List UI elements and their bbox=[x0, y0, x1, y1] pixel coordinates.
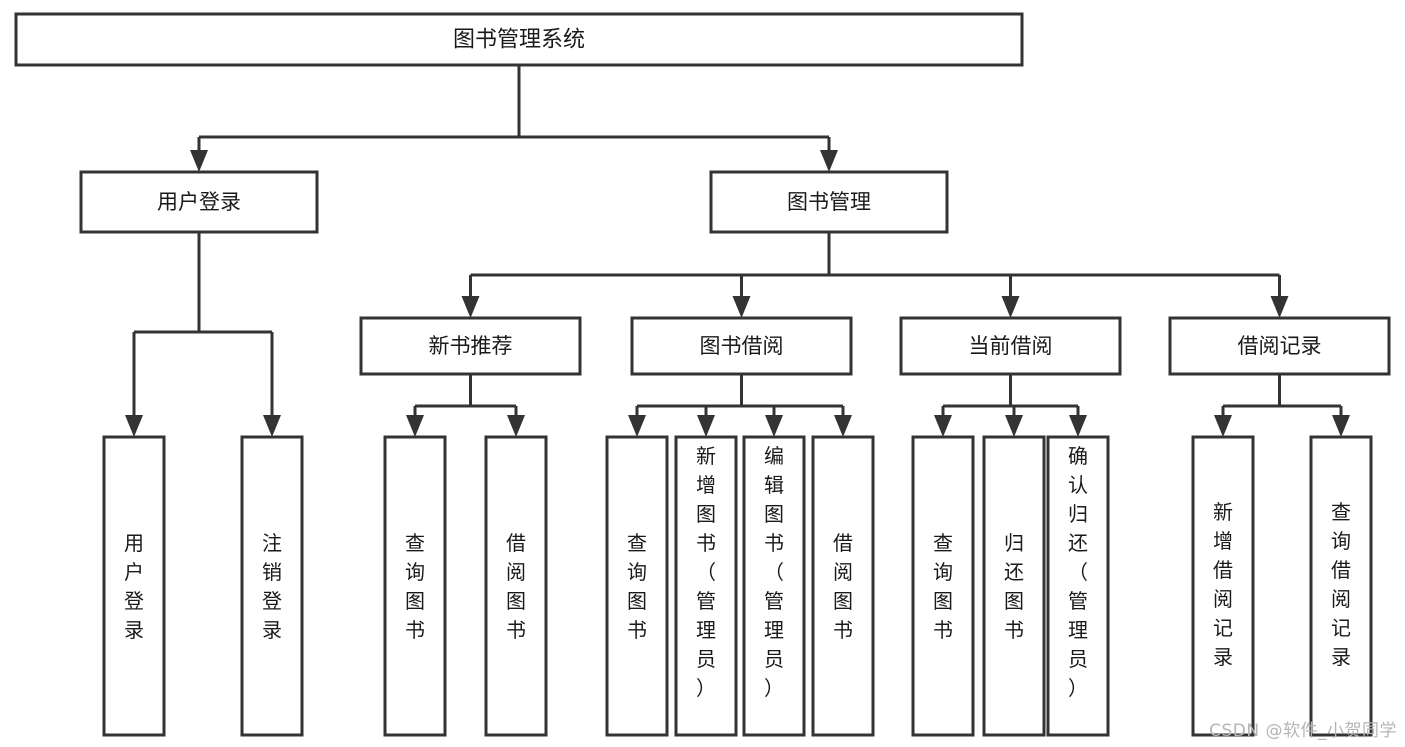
arrow-head-icon bbox=[1214, 415, 1232, 437]
node-level3-1[interactable]: 图书借阅 bbox=[630, 316, 853, 376]
arrow-head-icon bbox=[628, 415, 646, 437]
arrow-head-icon bbox=[820, 150, 838, 172]
node-box[interactable] bbox=[484, 435, 548, 737]
node-level3-0[interactable]: 新书推荐 bbox=[359, 316, 582, 376]
arrow-head-icon bbox=[190, 150, 208, 172]
node-label: 新书推荐 bbox=[429, 334, 513, 358]
arrow-head-icon bbox=[834, 415, 852, 437]
node-label-vertical: 归还图书 bbox=[1004, 531, 1024, 642]
node-box[interactable] bbox=[240, 435, 304, 737]
arrow-head-icon bbox=[1069, 415, 1087, 437]
node-label: 图书管理系统 bbox=[453, 28, 585, 53]
node-label: 借阅记录 bbox=[1238, 334, 1322, 358]
node-label-vertical: 查询图书 bbox=[627, 531, 647, 642]
node-leaf-6[interactable]: 编辑图书（管理员） bbox=[742, 435, 806, 737]
node-leaf-0[interactable]: 用户登录 bbox=[102, 435, 166, 737]
node-leaf-12[interactable]: 查询借阅记录 bbox=[1309, 435, 1373, 737]
node-label-vertical: 查询图书 bbox=[405, 531, 425, 642]
node-box[interactable] bbox=[709, 170, 949, 234]
arrow-head-icon bbox=[125, 415, 143, 437]
arrow-head-icon bbox=[765, 415, 783, 437]
node-leaf-4[interactable]: 查询图书 bbox=[605, 435, 669, 737]
node-label-vertical: 用户登录 bbox=[124, 531, 144, 642]
node-box[interactable] bbox=[811, 435, 875, 737]
node-box[interactable] bbox=[1309, 435, 1373, 737]
node-leaf-3[interactable]: 借阅图书 bbox=[484, 435, 548, 737]
node-box[interactable] bbox=[79, 170, 319, 234]
node-leaf-11[interactable]: 新增借阅记录 bbox=[1191, 435, 1255, 737]
node-box[interactable] bbox=[911, 435, 975, 737]
arrow-head-icon bbox=[732, 296, 751, 318]
node-label: 当前借阅 bbox=[969, 334, 1053, 358]
node-leaf-9[interactable]: 归还图书 bbox=[982, 435, 1046, 737]
connector-layer bbox=[125, 65, 1350, 437]
node-box[interactable] bbox=[674, 435, 738, 737]
node-label: 图书借阅 bbox=[700, 334, 784, 358]
node-level2-1[interactable]: 图书管理 bbox=[709, 170, 949, 234]
arrow-head-icon bbox=[1005, 415, 1023, 437]
node-label-vertical: 新增图书（管理员） bbox=[696, 444, 716, 700]
node-label-vertical: 注销登录 bbox=[262, 531, 282, 642]
node-layer: 图书管理系统用户登录图书管理新书推荐图书借阅当前借阅借阅记录用户登录注销登录查询… bbox=[14, 12, 1391, 737]
arrow-head-icon bbox=[1270, 296, 1289, 318]
node-box[interactable] bbox=[1046, 435, 1110, 737]
node-leaf-10[interactable]: 确认归还（管理员） bbox=[1046, 435, 1110, 737]
node-level3-3[interactable]: 借阅记录 bbox=[1168, 316, 1391, 376]
node-label-vertical: 查询图书 bbox=[933, 531, 953, 642]
node-box[interactable] bbox=[630, 316, 853, 376]
arrow-head-icon bbox=[697, 415, 715, 437]
node-box[interactable] bbox=[383, 435, 447, 737]
node-box[interactable] bbox=[359, 316, 582, 376]
arrow-head-icon bbox=[461, 296, 480, 318]
node-box[interactable] bbox=[14, 12, 1024, 67]
node-label-vertical: 借阅图书 bbox=[506, 531, 526, 642]
node-leaf-2[interactable]: 查询图书 bbox=[383, 435, 447, 737]
node-box[interactable] bbox=[102, 435, 166, 737]
node-leaf-8[interactable]: 查询图书 bbox=[911, 435, 975, 737]
arrow-head-icon bbox=[507, 415, 525, 437]
node-label-vertical: 查询借阅记录 bbox=[1331, 500, 1351, 669]
node-label: 用户登录 bbox=[157, 190, 241, 214]
node-leaf-7[interactable]: 借阅图书 bbox=[811, 435, 875, 737]
arrow-head-icon bbox=[934, 415, 952, 437]
node-box[interactable] bbox=[899, 316, 1122, 376]
node-box[interactable] bbox=[605, 435, 669, 737]
arrow-head-icon bbox=[406, 415, 424, 437]
arrow-head-icon bbox=[1332, 415, 1350, 437]
watermark-text: CSDN @软件_小贺同学 bbox=[1209, 721, 1397, 741]
node-root-book-management-system[interactable]: 图书管理系统 bbox=[14, 12, 1024, 67]
node-level3-2[interactable]: 当前借阅 bbox=[899, 316, 1122, 376]
node-box[interactable] bbox=[982, 435, 1046, 737]
node-label-vertical: 新增借阅记录 bbox=[1213, 500, 1233, 669]
node-label-vertical: 借阅图书 bbox=[833, 531, 853, 642]
arrow-head-icon bbox=[1001, 296, 1020, 318]
node-label: 图书管理 bbox=[787, 190, 871, 214]
node-level2-0[interactable]: 用户登录 bbox=[79, 170, 319, 234]
node-box[interactable] bbox=[1168, 316, 1391, 376]
arrow-head-icon bbox=[263, 415, 281, 437]
node-box[interactable] bbox=[1191, 435, 1255, 737]
node-label-vertical: 编辑图书（管理员） bbox=[764, 444, 784, 700]
node-box[interactable] bbox=[742, 435, 806, 737]
node-leaf-1[interactable]: 注销登录 bbox=[240, 435, 304, 737]
node-label-vertical: 确认归还（管理员） bbox=[1068, 444, 1088, 700]
node-leaf-5[interactable]: 新增图书（管理员） bbox=[674, 435, 738, 737]
